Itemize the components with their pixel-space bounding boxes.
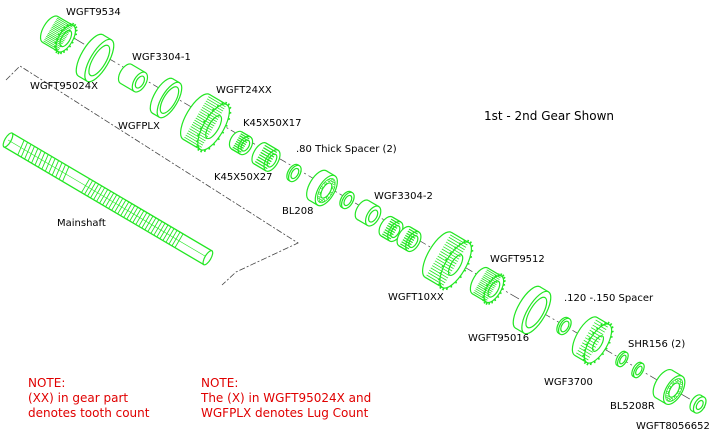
label-bl208: BL208 xyxy=(282,206,314,217)
part-wgft10xx-gear xyxy=(422,231,474,291)
parts-group xyxy=(39,15,707,414)
label-wgft9512: WGFT9512 xyxy=(490,254,545,265)
label-wgft10xx: WGFT10XX xyxy=(388,292,444,303)
bracket-line xyxy=(5,65,299,286)
label-wgf3700: WGF3700 xyxy=(544,377,593,388)
part-shr156-ring-a xyxy=(615,350,629,368)
note-right-line-1: The (X) in WGFT95024X and xyxy=(201,391,372,405)
label-spacer-120: .120 -.150 Spacer xyxy=(564,293,654,304)
note-left-line-2: denotes tooth count xyxy=(28,406,150,420)
label-wgft95024x: WGFT95024X xyxy=(30,81,98,92)
label-wgft95016: WGFT95016 xyxy=(468,333,530,344)
shaft-centerline xyxy=(7,139,209,259)
label-k45x50x17: K45X50X17 xyxy=(243,118,302,129)
label-wgft8056652: WGFT8056652 xyxy=(636,421,710,432)
part-k45x50x17-bearing xyxy=(228,130,254,156)
part-spacer-80-ring-a xyxy=(286,163,302,183)
label-wgf3304-1: WGF3304-1 xyxy=(132,52,191,63)
label-bl5208r: BL5208R xyxy=(610,401,655,412)
assembly-axis xyxy=(59,29,706,409)
part-spacer-80-ring-b xyxy=(339,190,355,210)
note-left-line-1: (XX) in gear part xyxy=(28,391,129,405)
part-wgf3304-2-sleeve xyxy=(354,199,382,227)
part-needle-bearing-b xyxy=(396,225,422,253)
diagram-title: 1st - 2nd Gear Shown xyxy=(484,109,614,123)
label-wgf3304-2: WGF3304-2 xyxy=(374,191,433,202)
note-right: NOTE: The (X) in WGFT95024X and WGFPLX d… xyxy=(201,376,371,421)
label-wgft9534: WGFT9534 xyxy=(66,7,121,18)
note-right-line-2: WGFPLX denotes Lug Count xyxy=(201,406,369,420)
part-wgft24xx-gear xyxy=(180,93,232,153)
part-shr156-ring-b xyxy=(631,361,645,379)
label-mainshaft: Mainshaft xyxy=(57,218,106,229)
part-spacer-120-ring xyxy=(556,316,572,336)
label-shr156: SHR156 (2) xyxy=(628,339,686,350)
part-wgf3304-1-sleeve xyxy=(117,63,149,93)
note-left-heading: NOTE: xyxy=(28,376,66,390)
part-wgf3700-gear xyxy=(571,316,614,366)
part-k45x50x27-bearing xyxy=(251,142,281,172)
mainshaft-bracket xyxy=(5,65,299,286)
shaft-end xyxy=(202,250,214,266)
label-wgfplx: WGFPLX xyxy=(118,121,160,132)
part-needle-bearing-a xyxy=(378,215,404,243)
part-wgft95016-ring xyxy=(512,285,552,335)
note-right-heading: NOTE: xyxy=(201,376,239,390)
label-spacer-80: .80 Thick Spacer (2) xyxy=(296,144,397,155)
part-bl5208r-bearing xyxy=(652,368,686,406)
part-wgfplx-ring xyxy=(149,77,183,119)
mainshaft-shaft xyxy=(2,132,214,266)
part-wgft9512-hub xyxy=(469,266,506,305)
label-wgft24xx: WGFT24XX xyxy=(216,85,272,96)
part-wgft8056652-nut xyxy=(689,394,707,414)
note-left: NOTE: (XX) in gear part denotes tooth co… xyxy=(28,376,149,421)
part-wgft95024x-ring xyxy=(75,33,115,83)
label-k45x50x27: K45X50X27 xyxy=(214,172,273,183)
axis-line xyxy=(59,29,706,409)
part-bl208-bearing xyxy=(306,169,338,207)
part-wgft9534-hub xyxy=(39,15,78,55)
